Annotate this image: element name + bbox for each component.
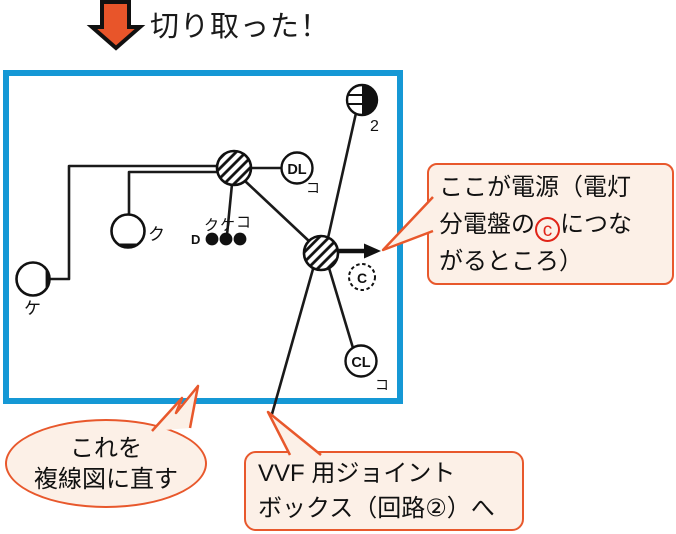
redraw-callout-line2: 複線図に直す <box>34 465 178 493</box>
power-terminal-label: C <box>357 270 367 286</box>
redraw-callout-line1: これを <box>70 434 142 462</box>
ceiling-light-label: CL <box>351 355 370 371</box>
lamp-ku-symbol <box>110 213 146 249</box>
wire-to-ceiling-light <box>327 266 355 350</box>
wire-box1-box2 <box>243 179 312 244</box>
downlight-symbol: DL <box>280 151 314 185</box>
power-arrow-head <box>364 243 381 259</box>
power-callout-line3: がるところ） <box>439 248 583 275</box>
redraw-callout: これを 複線図に直す <box>5 419 207 508</box>
dot-label-ke: ケ <box>220 217 235 234</box>
ceiling-light-ko-label: コ <box>375 377 389 393</box>
lamp-ke-symbol <box>15 261 51 297</box>
dot-label-ku: ク <box>204 217 219 234</box>
lamp2-symbol <box>345 83 379 117</box>
d-label: D <box>191 232 200 247</box>
ceiling-light-symbol: CL <box>344 344 378 378</box>
lamp2-count-label: 2 <box>370 118 379 135</box>
circled-c-badge: c <box>535 217 560 242</box>
wire-to-lamp-ku <box>127 170 220 217</box>
lamp-ke-label: ケ <box>24 299 41 318</box>
dot-label-ko: コ <box>236 214 251 231</box>
diagram-frame <box>3 70 403 404</box>
vvf-callout-line2: ボックス（回路②）へ <box>258 495 495 522</box>
power-callout-line1: ここが電源（電灯 <box>439 174 631 201</box>
downlight-label: DL <box>287 162 306 178</box>
downlight-ko-label: コ <box>306 180 320 196</box>
vvf-joint-box-callout: VVF 用ジョイント ボックス（回路②）へ <box>244 451 524 531</box>
cutout-label: 切り取った！ <box>150 11 331 43</box>
power-terminal-c: C <box>348 263 376 291</box>
junction-box-1 <box>215 149 253 187</box>
wire-to-lamp-ke <box>48 164 220 281</box>
lamp-ku-label: ク <box>148 225 165 244</box>
wire-to-switch-dots <box>225 182 234 237</box>
switch-dots <box>205 232 247 246</box>
wire-to-vvf <box>270 267 315 416</box>
down-arrow-icon <box>86 0 146 51</box>
junction-box-2 <box>302 234 340 272</box>
wire-lamp2-box2 <box>326 111 358 240</box>
vvf-callout-line1: VVF 用ジョイント <box>258 460 456 487</box>
